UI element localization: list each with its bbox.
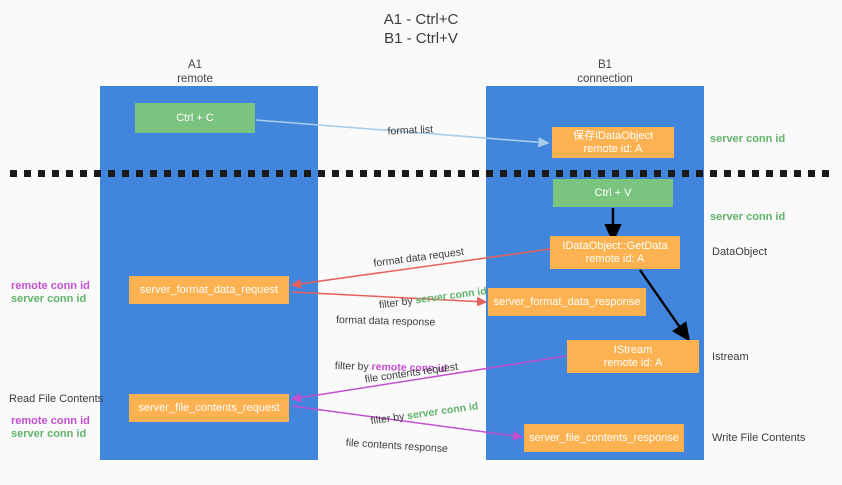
annotation-right-server-conn-id-mid: server conn id — [710, 211, 786, 223]
annotation-left-server-conn-id-lower: server conn id — [11, 428, 87, 440]
box-server-format-data-response[interactable]: server_format_data_response — [488, 288, 646, 316]
box-istream[interactable]: IStream remote id: A — [567, 340, 699, 373]
diagram-title: A1 - Ctrl+C B1 - Ctrl+V — [383, 11, 459, 47]
box-save-idataobject[interactable]: 保存IDataObject remote id: A — [552, 127, 674, 158]
edge-label-format-list: format list — [387, 123, 434, 138]
column-header-right: B1 connection — [577, 59, 633, 85]
box-ctrl-c[interactable]: Ctrl + C — [135, 103, 255, 133]
annotation-left-server-conn-id-upper: server conn id — [11, 293, 87, 305]
annotation-right-server-conn-id-top: server conn id — [710, 133, 786, 145]
box-server-file-contents-request[interactable]: server_file_contents_request — [129, 394, 289, 422]
phase-separator — [10, 170, 832, 177]
box-server-file-contents-response[interactable]: server_file_contents_response — [524, 424, 684, 452]
annotation-left-read-file-contents: Read File Contents — [9, 393, 104, 405]
box-ctrl-v[interactable]: Ctrl + V — [553, 179, 673, 207]
annotation-right-dataobject: DataObject — [712, 246, 768, 258]
annotation-right-write-file-contents: Write File Contents — [712, 432, 806, 444]
column-header-left: A1 remote — [177, 59, 213, 85]
annotation-left-remote-conn-id-upper: remote conn id — [11, 280, 90, 292]
annotation-left-remote-conn-id-lower: remote conn id — [11, 415, 90, 427]
annotation-right-istream: Istream — [712, 351, 749, 363]
edge-label-file-contents-response: file contents response filter by remote … — [343, 436, 449, 485]
box-server-format-data-request[interactable]: server_format_data_request — [129, 276, 289, 304]
box-idataobject-getdata[interactable]: IDataObject::GetData remote id: A — [550, 236, 680, 269]
